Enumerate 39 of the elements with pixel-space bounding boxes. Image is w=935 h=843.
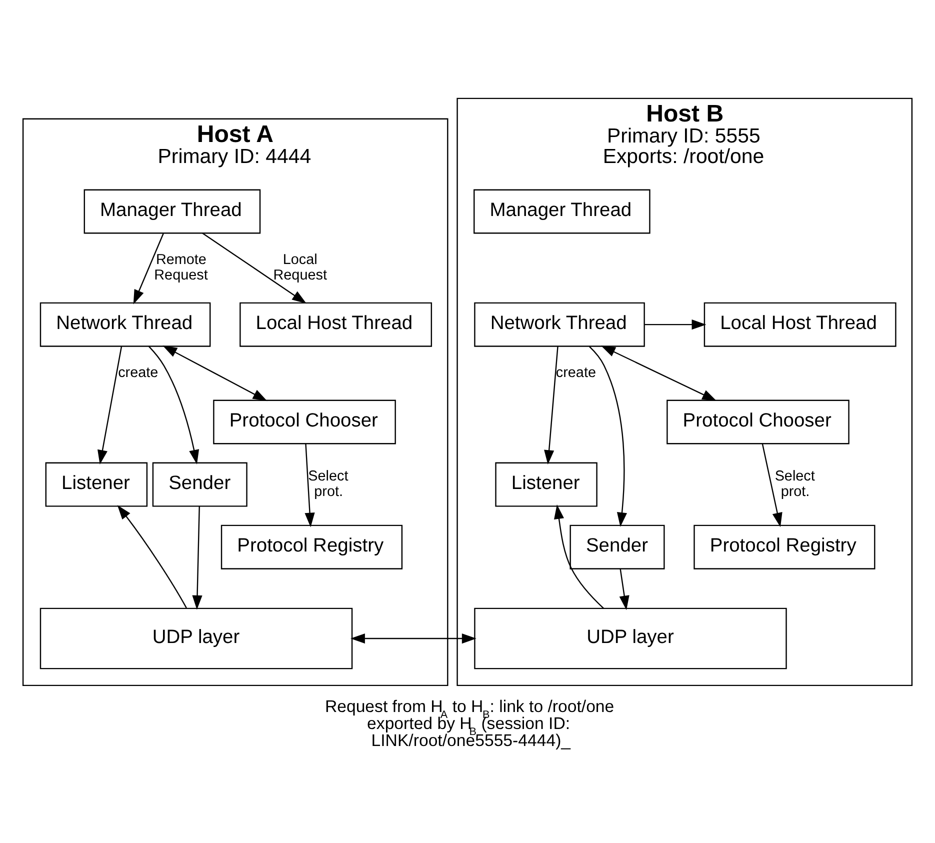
node-box: Network Thread: [40, 302, 211, 346]
edge-label: Remote Request: [154, 251, 208, 284]
arrow: [619, 568, 630, 610]
node-box: Local Host Thread: [240, 302, 432, 346]
node-box: Listener: [495, 462, 598, 506]
edge-label: Select prot.: [774, 468, 815, 500]
node-box: Sender: [152, 462, 248, 506]
node-box: UDP layer: [40, 607, 353, 669]
arrow: [644, 319, 706, 330]
edge-label: Local Request: [273, 251, 327, 284]
edge-label: create: [118, 364, 158, 381]
edge-label: Select prot.: [308, 468, 348, 500]
edge-label: create: [556, 364, 596, 381]
arrow: [600, 345, 717, 400]
node-box: Local Host Thread: [704, 302, 896, 346]
caption: Request from H$_{A}$ to H$_{B}$: link to /root/one exported by H$_{B}$ (session ID: LINK/root/one5555-4444)_: [324, 696, 614, 750]
node-box: Network Thread: [474, 302, 645, 346]
arrow: [762, 443, 782, 527]
arrow: [192, 506, 202, 610]
arrow: [133, 232, 164, 304]
node-box: Protocol Chooser: [213, 399, 396, 444]
node-box: Protocol Registry: [220, 524, 403, 569]
node-box: Manager Thread: [474, 188, 650, 234]
arrow: [544, 346, 558, 464]
arrow: [350, 632, 476, 644]
arrow: [304, 443, 315, 527]
arrow: [117, 504, 187, 608]
node-box: UDP layer: [474, 607, 787, 669]
arrow: [589, 346, 628, 526]
node-box: Protocol Registry: [694, 524, 876, 569]
arrow: [162, 345, 268, 401]
node-box: Manager Thread: [84, 188, 261, 234]
node-box: Sender: [570, 524, 665, 569]
node-box: Listener: [45, 462, 148, 506]
node-box: Protocol Chooser: [666, 399, 850, 444]
arrow: [554, 504, 604, 608]
arrow: [148, 346, 200, 464]
arrow: [98, 346, 122, 464]
arrow: [202, 232, 307, 304]
